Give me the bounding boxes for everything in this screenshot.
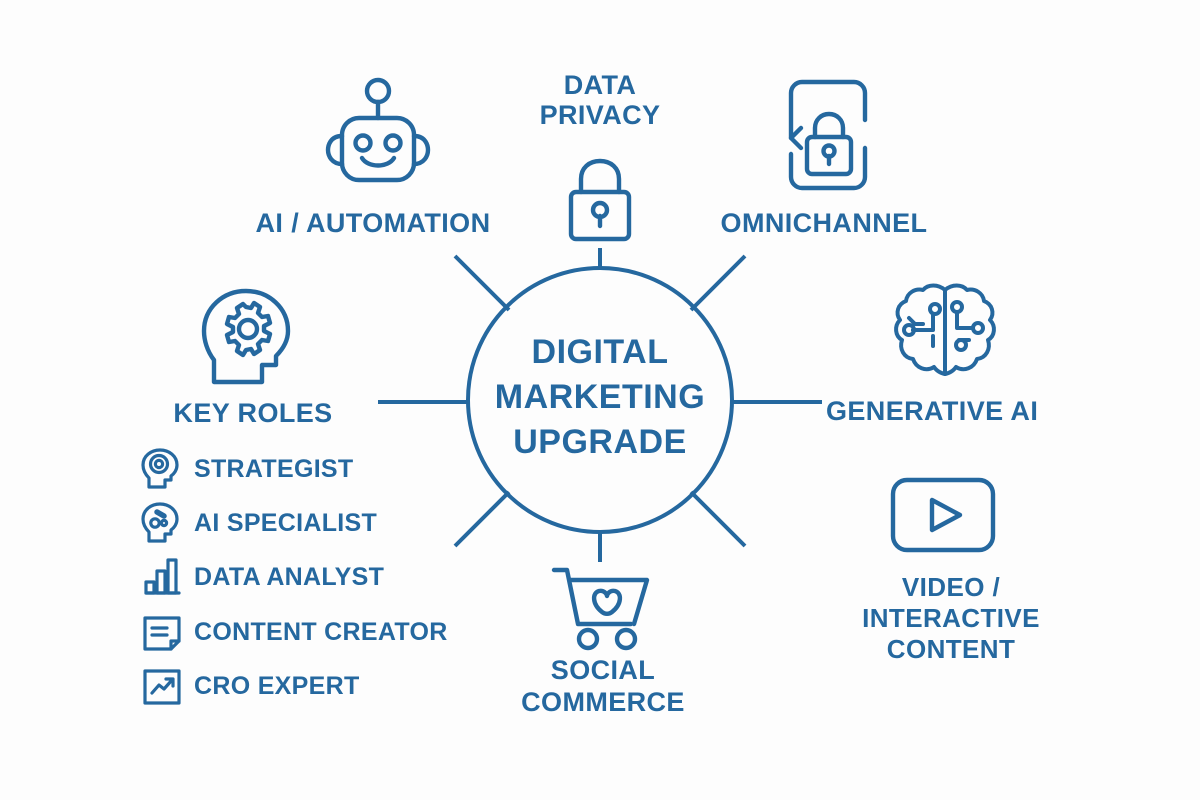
- label-data-privacy: DATA PRIVACY: [539, 70, 661, 131]
- key-role-content-creator: CONTENT CREATOR: [141, 611, 448, 653]
- brain-circuit-icon: [894, 283, 996, 376]
- label-key-roles: KEY ROLES: [173, 398, 333, 428]
- head-circle-icon: [141, 448, 179, 489]
- key-role-label: STRATEGIST: [194, 454, 354, 483]
- hub-title: DIGITAL MARKETING UPGRADE: [494, 333, 706, 461]
- robot-icon: [325, 77, 431, 183]
- key-role-strategist: STRATEGIST: [141, 448, 353, 490]
- hub-circle: [466, 266, 734, 534]
- key-role-label: CONTENT CREATOR: [194, 617, 448, 646]
- document-icon: [143, 616, 181, 651]
- label-ai-automation: AI / AUTOMATION: [255, 208, 491, 238]
- key-role-label: CRO EXPERT: [194, 671, 360, 700]
- device-lock-icon: [788, 79, 868, 191]
- label-omnichannel: OMNICHANNEL: [720, 208, 928, 238]
- key-role-cro-expert: CRO EXPERT: [141, 665, 360, 707]
- spoke-key-roles-lower: [453, 490, 511, 548]
- key-role-label: AI SPECIALIST: [194, 508, 378, 537]
- spoke-video-content: [689, 490, 747, 548]
- label-video-interactive-content: VIDEO / INTERACTIVE CONTENT: [862, 572, 1040, 665]
- label-social-commerce: SOCIAL COMMERCE: [521, 655, 685, 718]
- key-role-data-analyst: DATA ANALYST: [141, 556, 384, 598]
- spoke-omnichannel: [689, 254, 747, 312]
- cart-heart-icon: [551, 567, 650, 651]
- key-role-label: DATA ANALYST: [194, 562, 385, 591]
- label-generative-ai: GENERATIVE AI: [826, 396, 1039, 426]
- play-video-icon: [890, 477, 996, 553]
- head-gear-icon: [201, 288, 291, 385]
- bar-chart-icon: [144, 558, 181, 595]
- trend-up-icon: [143, 669, 181, 705]
- key-role-ai-specialist: AI SPECIALIST: [141, 502, 377, 544]
- spoke-ai-automation: [453, 254, 511, 312]
- padlock-icon: [568, 158, 632, 242]
- head-ai-icon: [141, 502, 179, 543]
